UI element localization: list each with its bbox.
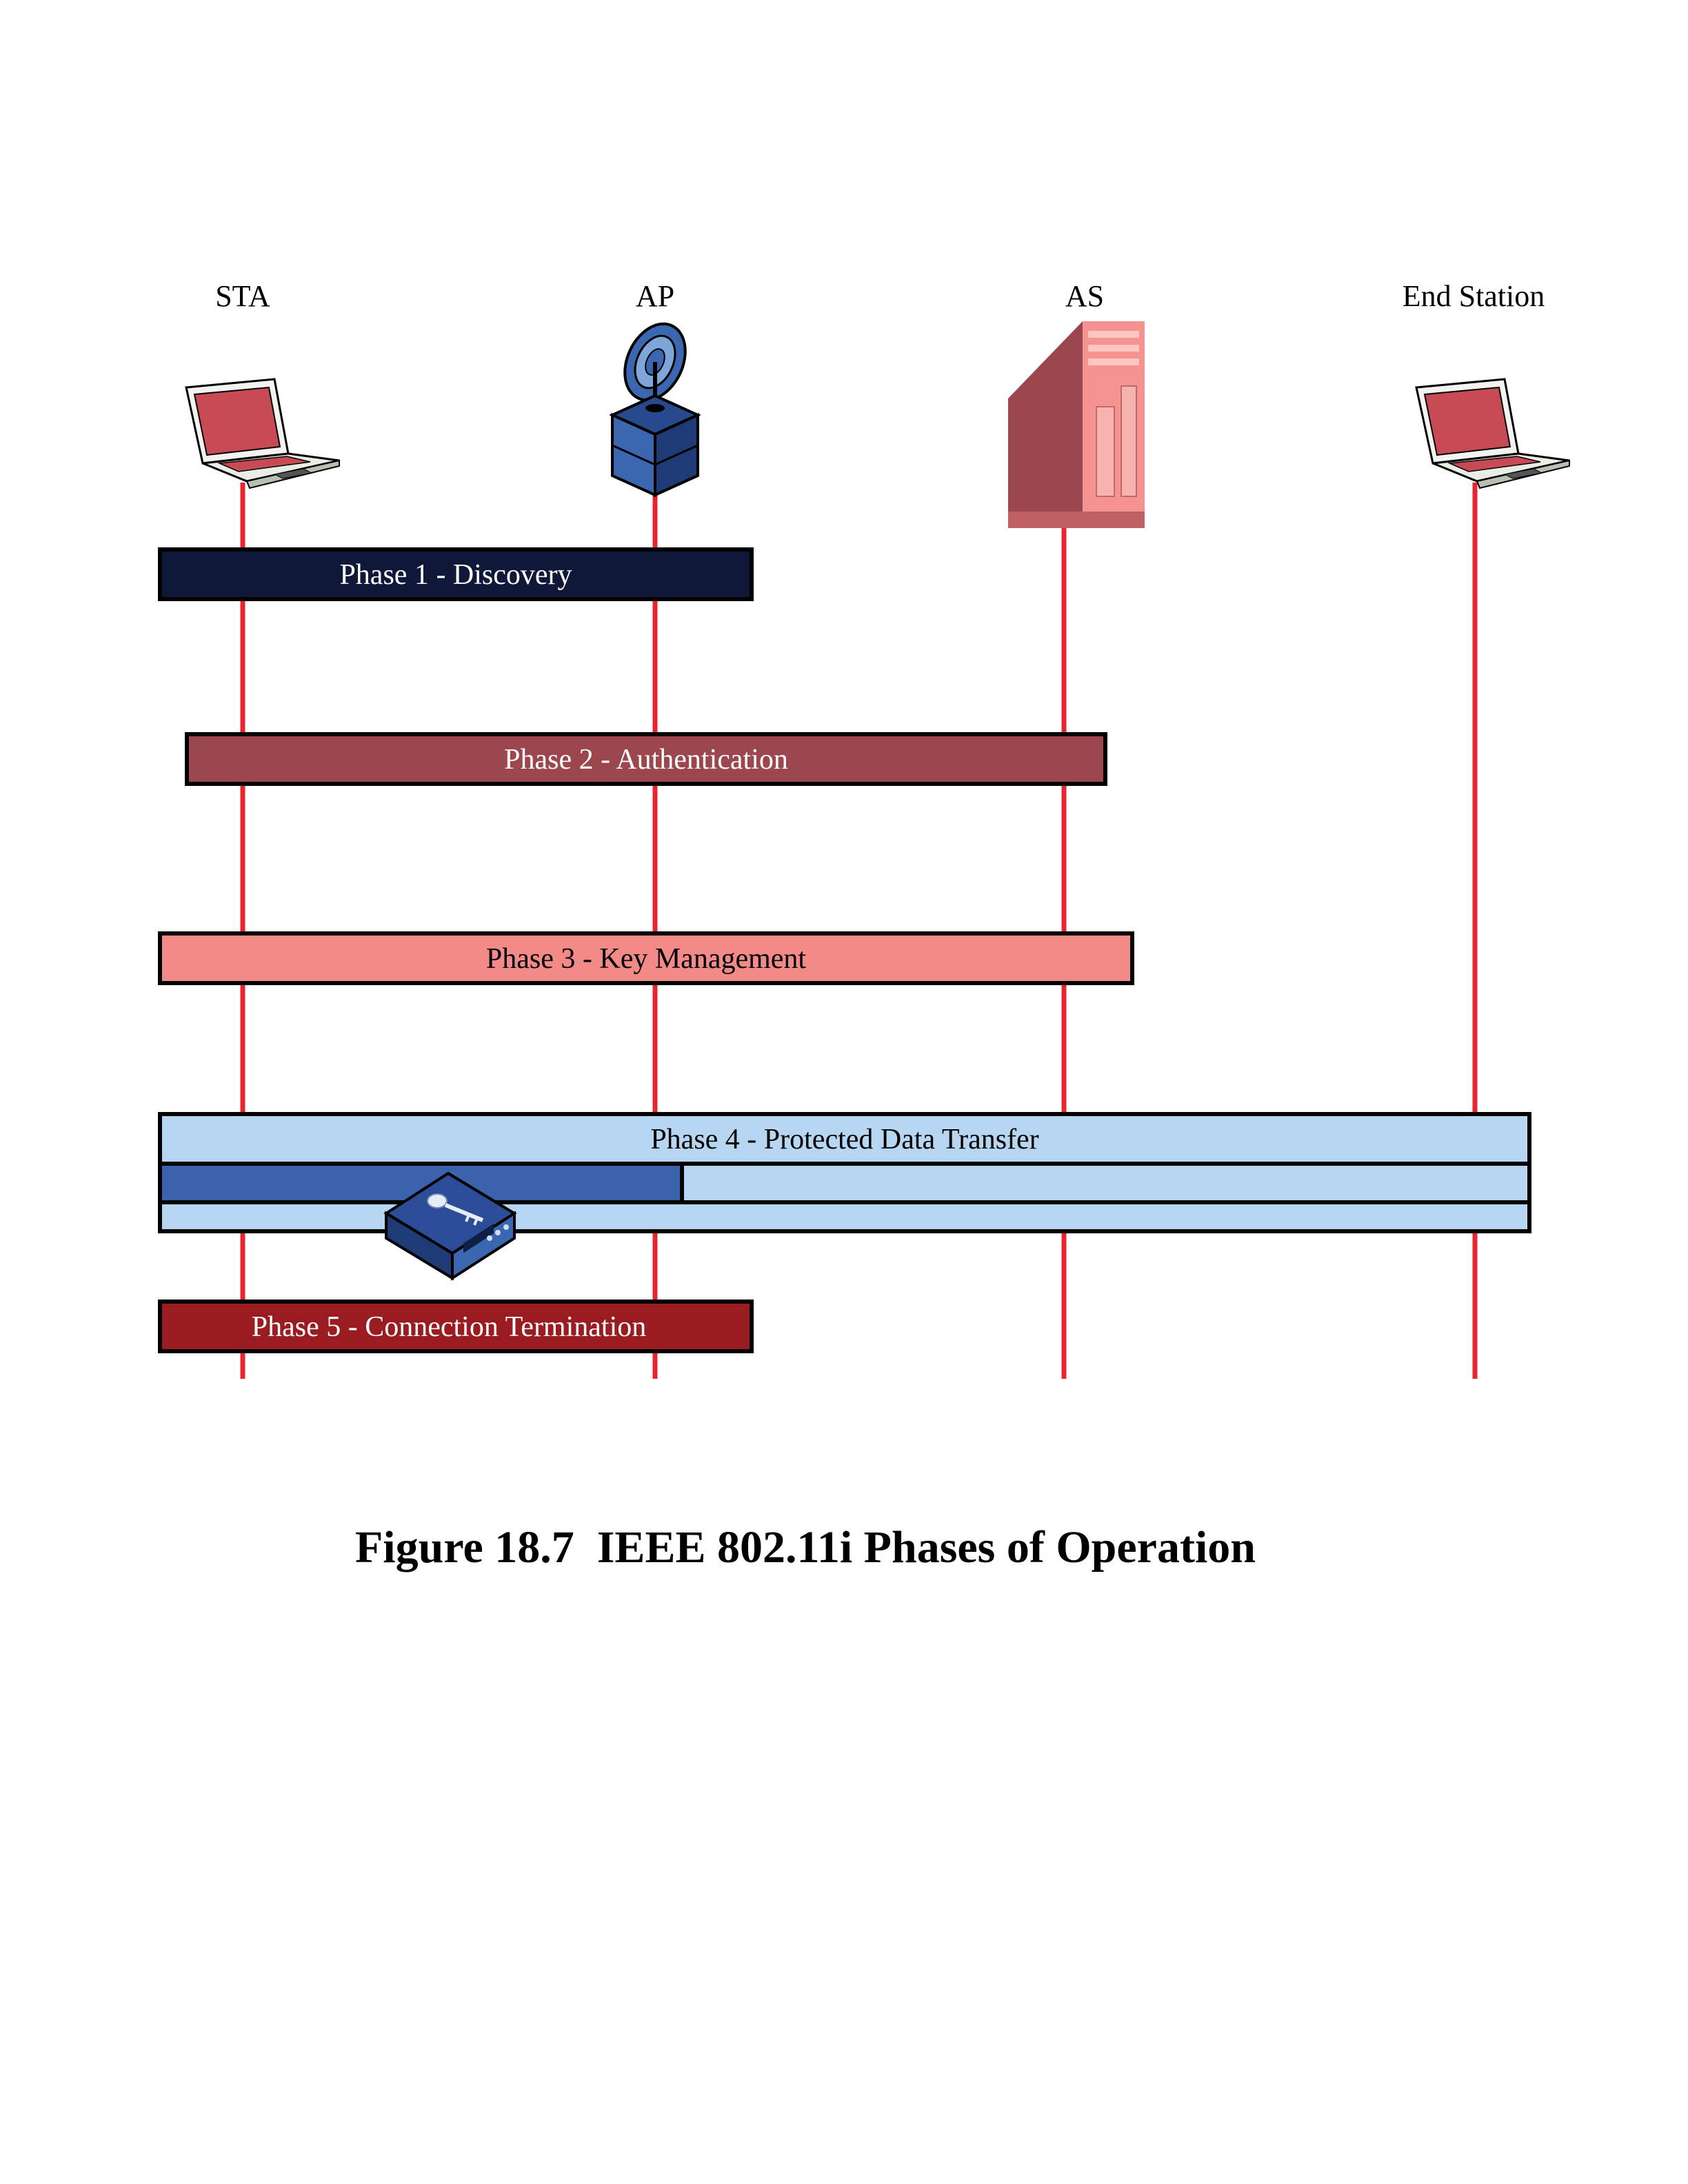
entity-label-ap: AP — [636, 279, 674, 313]
phase-4-label: Phase 4 - Protected Data Transfer — [650, 1124, 1038, 1155]
phase-5-bar: Phase 5 - Connection Termination — [158, 1300, 754, 1353]
server-icon — [1008, 321, 1145, 528]
phase-1-bar: Phase 1 - Discovery — [158, 547, 754, 601]
phase-1-label: Phase 1 - Discovery — [339, 559, 572, 591]
phase-3-bar: Phase 3 - Key Management — [158, 931, 1134, 985]
phase-2-label: Phase 2 - Authentication — [504, 744, 788, 776]
phase-4-bar: Phase 4 - Protected Data Transfer — [158, 1112, 1531, 1233]
laptop-icon — [185, 378, 340, 489]
phase-5-label: Phase 5 - Connection Termination — [252, 1311, 647, 1343]
entity-label-as: AS — [1065, 279, 1104, 313]
entity-label-end-station: End Station — [1403, 279, 1545, 313]
entity-label-sta: STA — [215, 279, 270, 313]
phase-3-label: Phase 3 - Key Management — [486, 943, 807, 975]
phase-2-bar: Phase 2 - Authentication — [185, 732, 1107, 786]
access-point-icon — [609, 322, 701, 498]
protected-channel-segment — [158, 1162, 684, 1204]
encryption-device-icon — [383, 1171, 517, 1281]
laptop-icon — [1415, 378, 1570, 489]
figure-caption: Figure 18.7 IEEE 802.11i Phases of Opera… — [355, 1522, 1256, 1573]
